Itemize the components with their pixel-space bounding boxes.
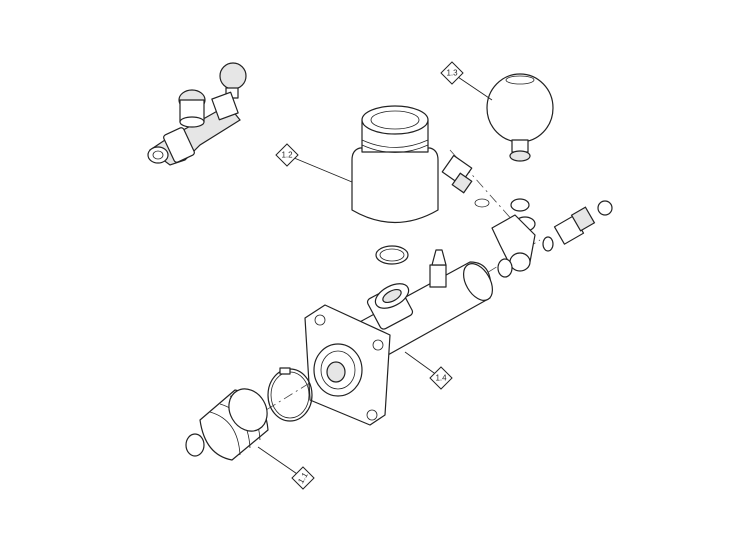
callout-label: 1.4: [435, 374, 447, 383]
part-1-1-dust-boot: [185, 388, 269, 461]
part-1-3-accumulator: [486, 73, 554, 162]
assembly-thumbnail: [147, 62, 247, 166]
callout-label: 1.3: [446, 69, 458, 78]
callout-label: 1.2: [281, 151, 293, 160]
callout-1-2: 1.2: [275, 143, 353, 183]
part-1-4-master-cylinder: [304, 249, 494, 426]
callout-1-1: 1.1: [257, 446, 315, 490]
part-1-2-reservoir: [351, 105, 439, 224]
fittings-group: [441, 154, 613, 278]
clamp-ring: [267, 367, 313, 422]
callout-1-4: 1.4: [404, 351, 453, 390]
callout-1-3: 1.3: [440, 61, 493, 101]
center-axis: [249, 239, 541, 421]
